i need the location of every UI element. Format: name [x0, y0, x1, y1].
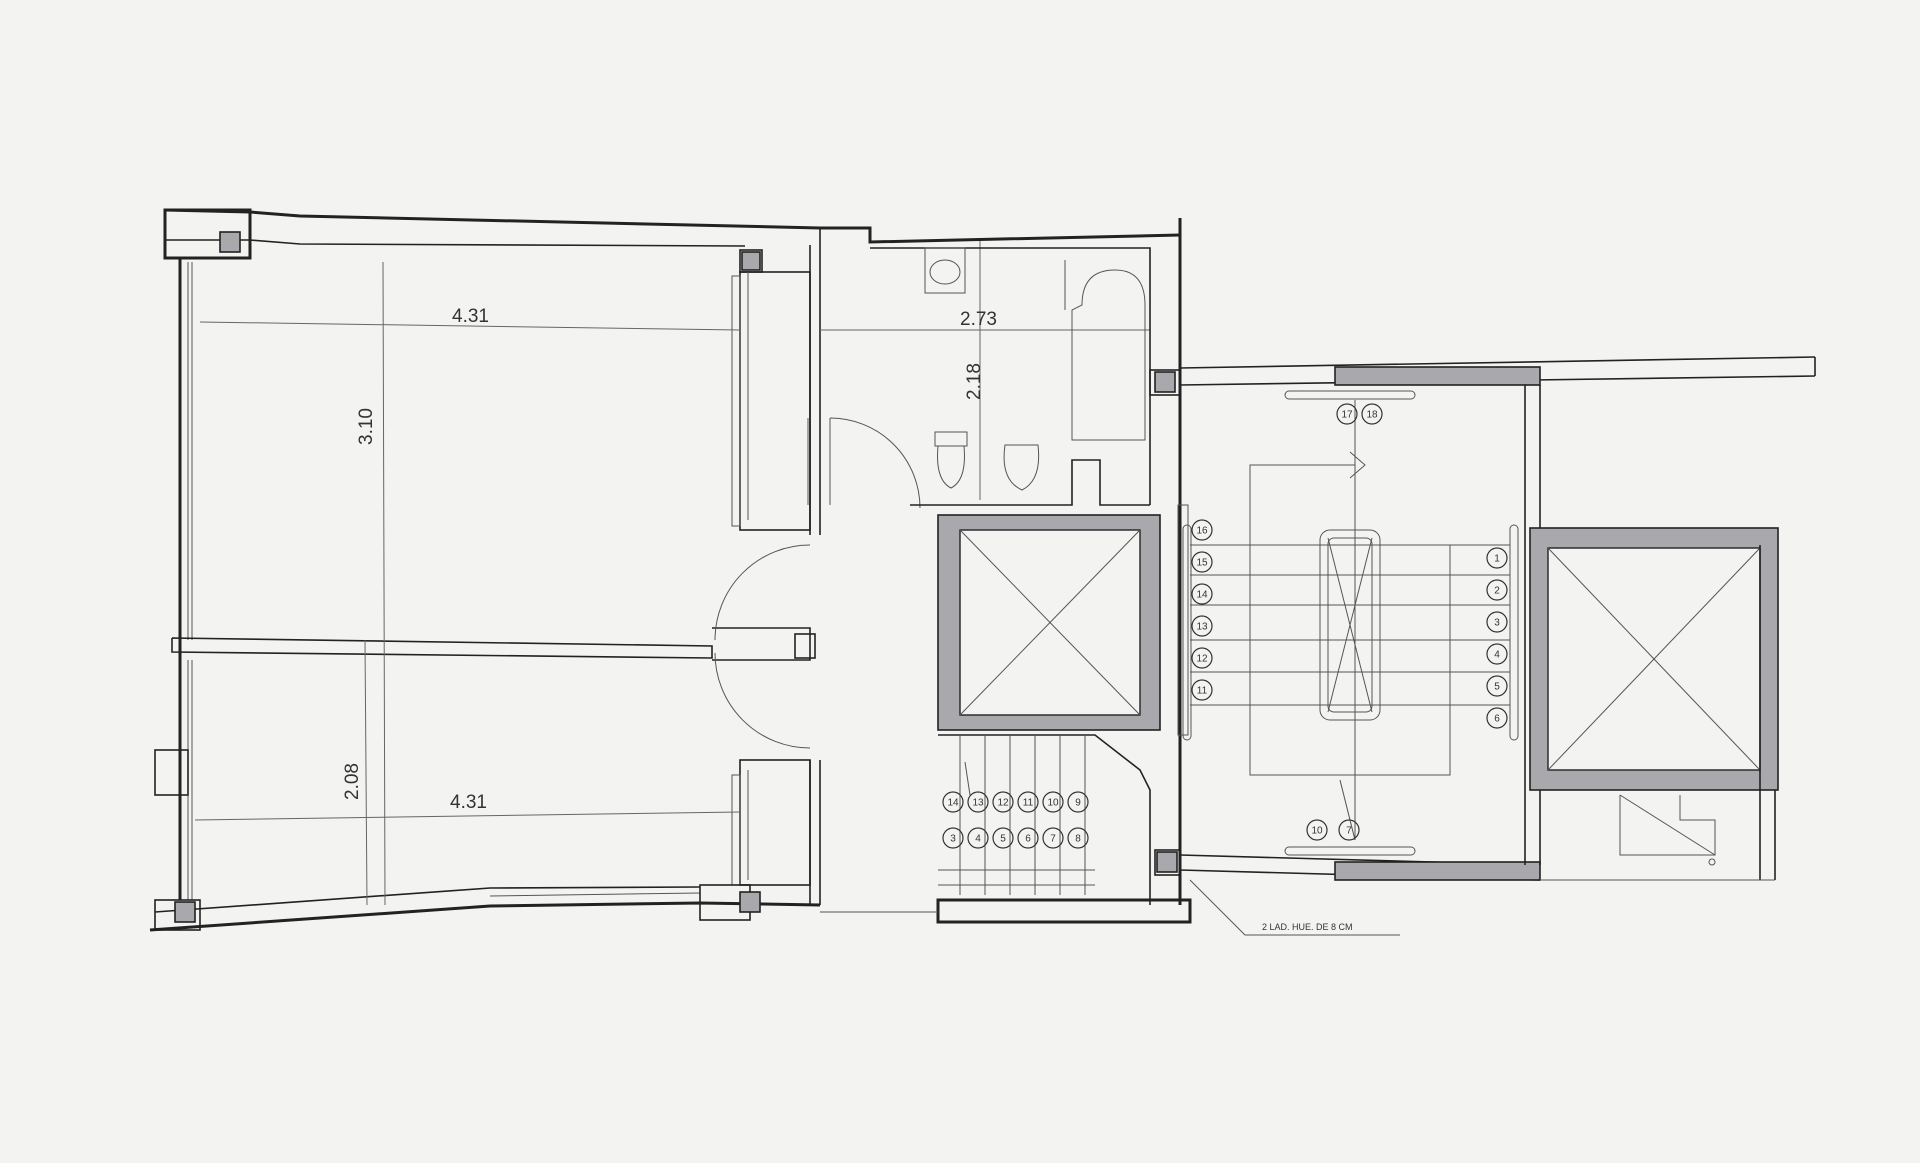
step-number-circle [1486, 643, 1508, 665]
step-number-circle [1486, 579, 1508, 601]
step-number: 13 [1196, 622, 1208, 633]
core-shaft-right [1529, 527, 1779, 881]
step-number-circle [992, 827, 1014, 849]
step-number-circle [1486, 547, 1508, 569]
step-number: 3 [1494, 618, 1500, 629]
step-number-circle [1336, 403, 1358, 425]
step-number-circle [1191, 679, 1213, 701]
step-number: 17 [1341, 410, 1353, 421]
right-stair-right-numbers: 1 2 3 4 5 6 [1486, 547, 1508, 729]
dimension-lines [194, 240, 1150, 906]
step-number: 9 [1075, 798, 1081, 809]
step-number: 11 [1023, 798, 1034, 809]
step-number-circle [1191, 647, 1213, 669]
step-number: 4 [1494, 650, 1500, 661]
step-number-circle [967, 791, 989, 813]
step-number: 13 [972, 798, 984, 809]
step-number: 12 [1196, 654, 1208, 665]
dim-bottom-left-height: 2.08 [342, 763, 363, 800]
small-stair [938, 734, 1151, 905]
step-number: 3 [950, 834, 956, 845]
step-number-circle [1361, 403, 1383, 425]
step-number-circle [967, 827, 989, 849]
step-number: 5 [1494, 682, 1500, 693]
dim-top-left-height: 3.10 [356, 408, 377, 445]
step-number: 6 [1494, 714, 1500, 725]
dim-bathroom-width: 2.73 [960, 309, 997, 330]
step-number: 7 [1346, 826, 1352, 837]
step-number-circle [1338, 819, 1360, 841]
step-number: 2 [1494, 586, 1500, 597]
step-number-circle [1191, 615, 1213, 637]
right-stair-left-numbers: 16 15 14 13 12 11 [1191, 519, 1213, 701]
step-number-circle [1042, 791, 1064, 813]
core-bottom-wall [820, 849, 1192, 924]
step-number-circle [992, 791, 1014, 813]
left-block-walls [149, 208, 921, 932]
step-number: 10 [1311, 826, 1323, 837]
step-number: 7 [1050, 834, 1056, 845]
step-number-circle [1306, 819, 1328, 841]
step-number: 6 [1025, 834, 1031, 845]
step-number-circle [1191, 551, 1213, 573]
step-number-circle [1486, 611, 1508, 633]
step-number-circle [1017, 791, 1039, 813]
core-shaft-left [937, 500, 1189, 740]
step-number-circle [1042, 827, 1064, 849]
step-number: 4 [975, 834, 981, 845]
step-number-circle [1486, 675, 1508, 697]
dim-bathroom-depth: 2.18 [964, 363, 985, 400]
step-number: 14 [1196, 590, 1208, 601]
step-number-circle [942, 827, 964, 849]
step-number: 8 [1075, 834, 1081, 845]
annotation-text: 2 LAD. HUE. DE 8 CM [1262, 922, 1353, 932]
dim-top-left-width: 4.31 [452, 306, 489, 327]
step-number: 5 [1000, 834, 1006, 845]
step-number-circle [1191, 583, 1213, 605]
step-number: 11 [1197, 686, 1208, 697]
small-stair-top-numbers: 14 13 12 11 10 9 [942, 791, 1089, 813]
step-number-circle [942, 791, 964, 813]
dim-bottom-left-width: 4.31 [450, 792, 487, 813]
small-stair-bottom-numbers: 3 4 5 6 7 8 [942, 827, 1089, 849]
step-number-circle [1486, 707, 1508, 729]
step-number: 18 [1366, 410, 1378, 421]
step-number: 14 [947, 798, 959, 809]
step-number: 16 [1196, 526, 1208, 537]
step-number-circle [1017, 827, 1039, 849]
step-number-circle [1191, 519, 1213, 541]
step-number: 10 [1047, 798, 1059, 809]
step-number-circle [1067, 827, 1089, 849]
step-number: 1 [1494, 554, 1500, 565]
step-number: 15 [1196, 558, 1208, 569]
right-stair-bottom-numbers: 10 7 [1306, 819, 1360, 841]
step-number: 12 [997, 798, 1009, 809]
step-number-circle [1067, 791, 1089, 813]
annotation: 2 LAD. HUE. DE 8 CM [1189, 879, 1400, 936]
